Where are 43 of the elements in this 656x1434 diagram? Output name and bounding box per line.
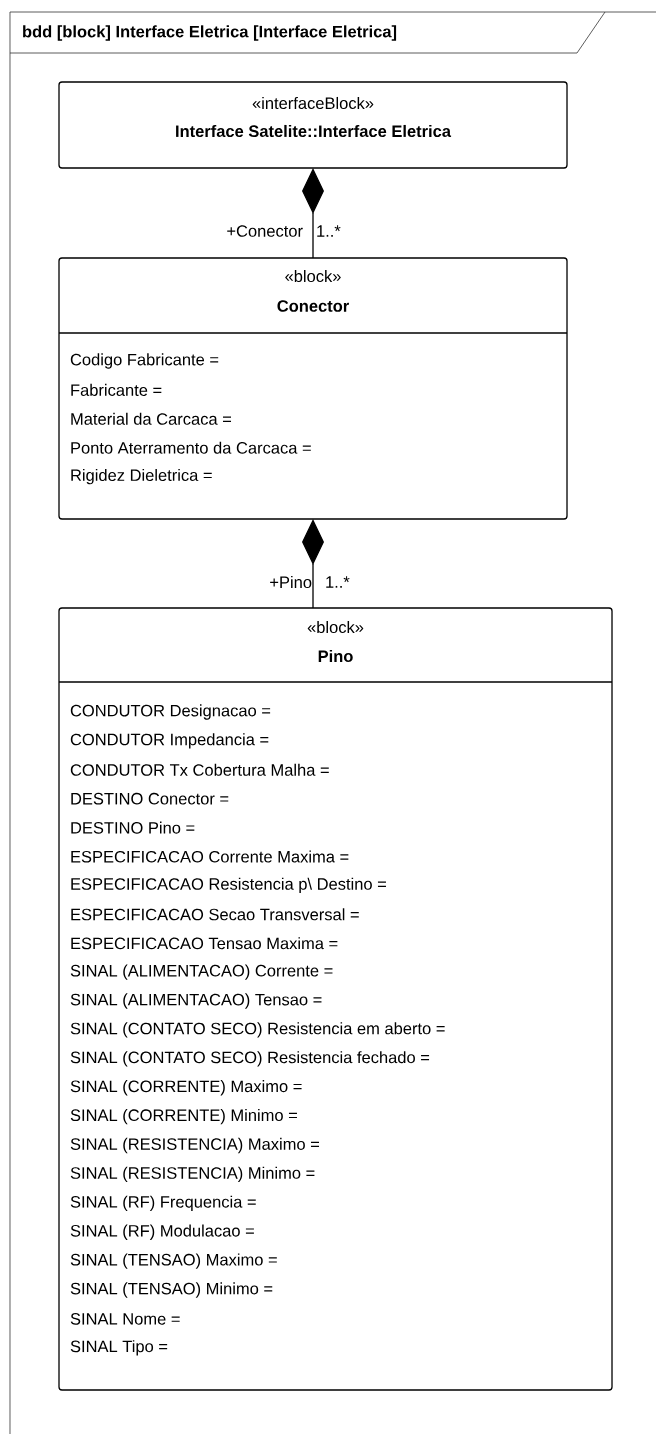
- attribute-text: SINAL (RESISTENCIA) Minimo =: [70, 1166, 315, 1183]
- stereotype-label: «interfaceBlock»: [252, 96, 374, 110]
- attribute-text: Material da Carcaca =: [71, 412, 231, 425]
- attribute-text: SINAL (ALIMENTACAO) Tensao =: [70, 993, 322, 1009]
- attribute-text: SINAL (RF) Frequencia =: [70, 1195, 256, 1211]
- attribute-text: ESPECIFICACAO Resistencia p\ Destino =: [71, 877, 386, 894]
- attribute-text: SINAL (RESISTENCIA) Maximo =: [70, 1137, 319, 1154]
- attribute-text: Fabricante =: [71, 383, 162, 396]
- block-name: Conector: [277, 300, 349, 312]
- attribute-text: SINAL (CORRENTE) Minimo =: [70, 1108, 297, 1125]
- attribute-text: SINAL Nome =: [70, 1313, 180, 1325]
- attribute-text: SINAL (CORRENTE) Maximo =: [70, 1080, 302, 1096]
- attribute-text: CONDUTOR Impedancia =: [70, 733, 269, 749]
- attribute-text: SINAL (CONTATO SECO) Resistencia fechado =: [70, 1051, 430, 1067]
- attribute-text: SINAL (ALIMENTACAO) Corrente =: [70, 964, 333, 980]
- block-name: Interface Satelite::Interface Eletrica: [176, 124, 452, 138]
- role-label: +Conector: [227, 225, 303, 237]
- multiplicity-label: 1..*: [326, 576, 350, 588]
- composition-line: [302, 168, 324, 259]
- attribute-text: ESPECIFICACAO Corrente Maxima =: [71, 850, 349, 863]
- attribute-text: CONDUTOR Tx Cobertura Malha =: [70, 763, 329, 776]
- attribute-text: CONDUTOR Designacao =: [70, 704, 271, 720]
- composition-line: [302, 519, 324, 609]
- attribute-text: SINAL (TENSAO) Maximo =: [70, 1253, 277, 1269]
- multiplicity-label: 1..*: [317, 225, 341, 237]
- attribute-text: DESTINO Pino =: [71, 821, 195, 834]
- block-box: [58, 257, 568, 520]
- attribute-text: ESPECIFICACAO Tensao Maxima =: [71, 937, 338, 950]
- role-label: +Pino: [270, 575, 312, 589]
- attribute-text: SINAL (TENSAO) Minimo =: [70, 1282, 273, 1298]
- attribute-text: DESTINO Conector =: [71, 792, 229, 805]
- block-box: [58, 81, 568, 169]
- attribute-text: SINAL (RF) Modulacao =: [70, 1224, 254, 1240]
- attribute-text: Codigo Fabricante =: [70, 353, 219, 369]
- stereotype-label: «block»: [307, 620, 364, 634]
- block-name: Pino: [318, 649, 353, 663]
- block-box: [58, 607, 613, 1391]
- attribute-text: ESPECIFICACAO Secao Transversal =: [71, 908, 359, 921]
- attribute-text: Rigidez Dieletrica =: [71, 468, 212, 485]
- attribute-text: SINAL Tipo =: [70, 1340, 168, 1356]
- attribute-text: SINAL (CONTATO SECO) Resistencia em aberto =: [70, 1022, 445, 1038]
- stereotype-label: «block»: [285, 269, 341, 283]
- attribute-text: Ponto Aterramento da Carcaca =: [71, 441, 311, 454]
